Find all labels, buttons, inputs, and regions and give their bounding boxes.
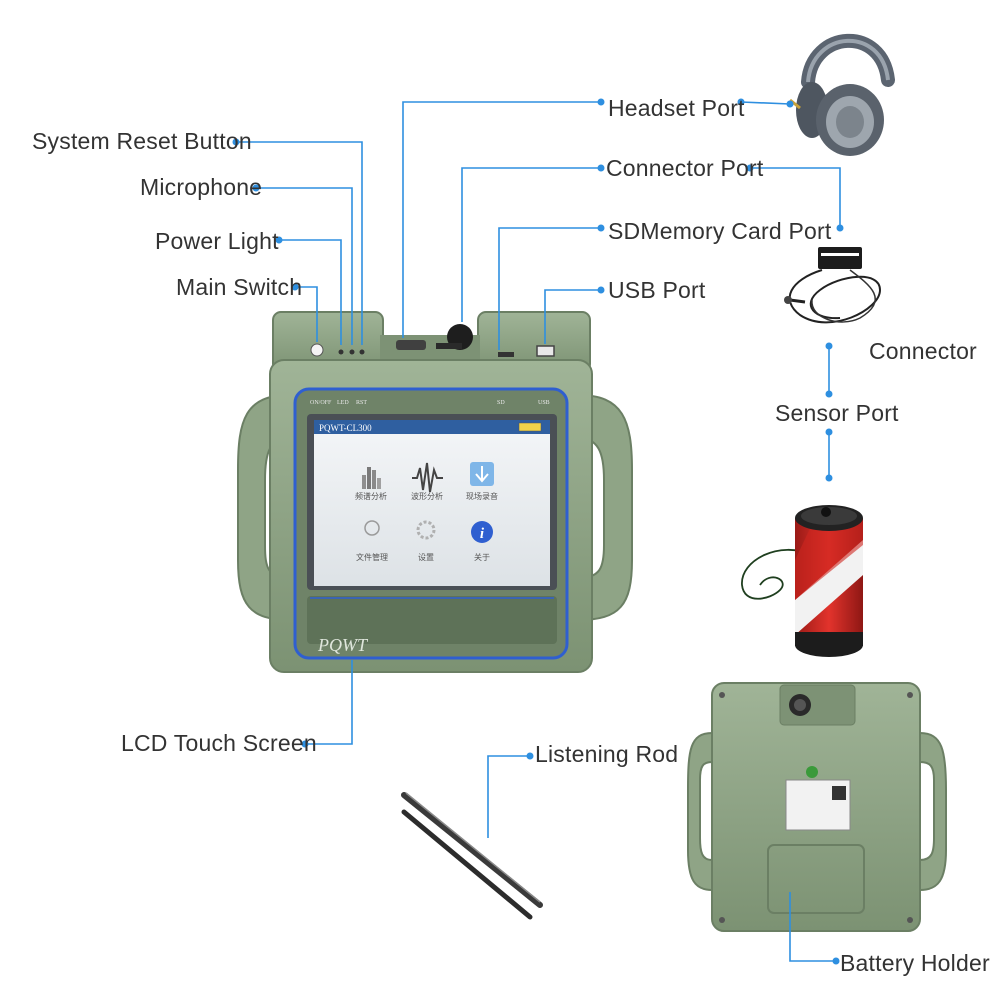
label-usb-port: USB Port	[608, 277, 706, 303]
label-sdmemory-card-port: SDMemory Card Port	[608, 218, 832, 244]
screen-lower-bezel	[307, 596, 557, 644]
sensor-illustration	[741, 505, 863, 657]
app-label-3: 现场录音	[466, 491, 498, 501]
file-icon[interactable]	[364, 520, 380, 536]
label-headset-port: Headset Port	[608, 95, 745, 121]
line-sd-card	[498, 227, 601, 350]
app-label-6: 关于	[474, 552, 490, 562]
gear-icon[interactable]	[416, 520, 436, 540]
panel-label-led: LED	[337, 400, 349, 406]
screen-title-bar	[314, 420, 550, 434]
label-connector: Connector	[869, 338, 977, 364]
line-headset-port	[402, 101, 601, 338]
line-main-switch	[295, 286, 318, 342]
right-handle	[577, 393, 633, 622]
panel-label-usb: USB	[538, 400, 550, 406]
screen-title: PQWT-CL300	[319, 423, 372, 433]
main-device: i PQWT-CL300 频谱分析 波形分析 现场录音 文件管理 设置 关于 O…	[237, 311, 633, 673]
label-microphone: Microphone	[140, 174, 263, 200]
line-system-reset	[236, 141, 363, 345]
main-switch-button	[310, 343, 324, 357]
label-sensor-port: Sensor Port	[775, 400, 899, 426]
callout-lines	[236, 101, 841, 962]
label-system-reset-button: System Reset Button	[32, 128, 252, 154]
app-label-5: 设置	[418, 552, 434, 562]
power-light-led	[338, 349, 344, 355]
line-usb	[544, 289, 601, 344]
brand-logo: PQWT	[317, 635, 369, 655]
line-headset-to-image	[740, 101, 791, 105]
app-label-4: 文件管理	[356, 552, 388, 562]
headphones-illustration	[789, 33, 895, 156]
line-connector-port	[461, 167, 601, 322]
back-device	[687, 682, 947, 932]
connector-cable-illustration	[784, 247, 882, 324]
lcd-touch-screen	[314, 420, 550, 586]
info-icon[interactable]	[471, 521, 493, 543]
callout-dots	[232, 98, 844, 965]
svg-text:i: i	[480, 526, 485, 542]
battery-cover	[767, 844, 865, 914]
line-connector-to-cable	[750, 167, 841, 226]
usb-port	[536, 345, 555, 357]
app-label-2: 波形分析	[411, 491, 443, 501]
line-listening-rod	[487, 755, 530, 838]
microphone-hole	[349, 349, 355, 355]
line-battery-holder	[789, 892, 836, 962]
app-label-1: 频谱分析	[355, 491, 387, 501]
panel-label-onoff: ON/OFF	[310, 400, 332, 406]
panel-label-sd: SD	[497, 400, 505, 406]
label-listening-rod: Listening Rod	[535, 741, 679, 767]
spectrum-bars-icon[interactable]	[362, 467, 381, 489]
label-power-light: Power Light	[155, 228, 279, 254]
sd-card-slot	[498, 352, 514, 357]
panel-label-rst: RST	[356, 400, 367, 406]
label-battery-holder: Battery Holder	[840, 950, 990, 976]
waveform-icon[interactable]	[412, 462, 443, 493]
headset-port	[396, 340, 426, 350]
label-main-switch: Main Switch	[176, 274, 303, 300]
line-microphone	[256, 187, 353, 345]
listening-rods-illustration	[401, 792, 543, 920]
line-lcd	[305, 660, 353, 745]
line-power-light	[279, 239, 342, 345]
reset-button-hole	[359, 349, 365, 355]
label-connector-port: Connector Port	[606, 155, 764, 181]
label-lcd-touch-screen: LCD Touch Screen	[121, 730, 317, 756]
